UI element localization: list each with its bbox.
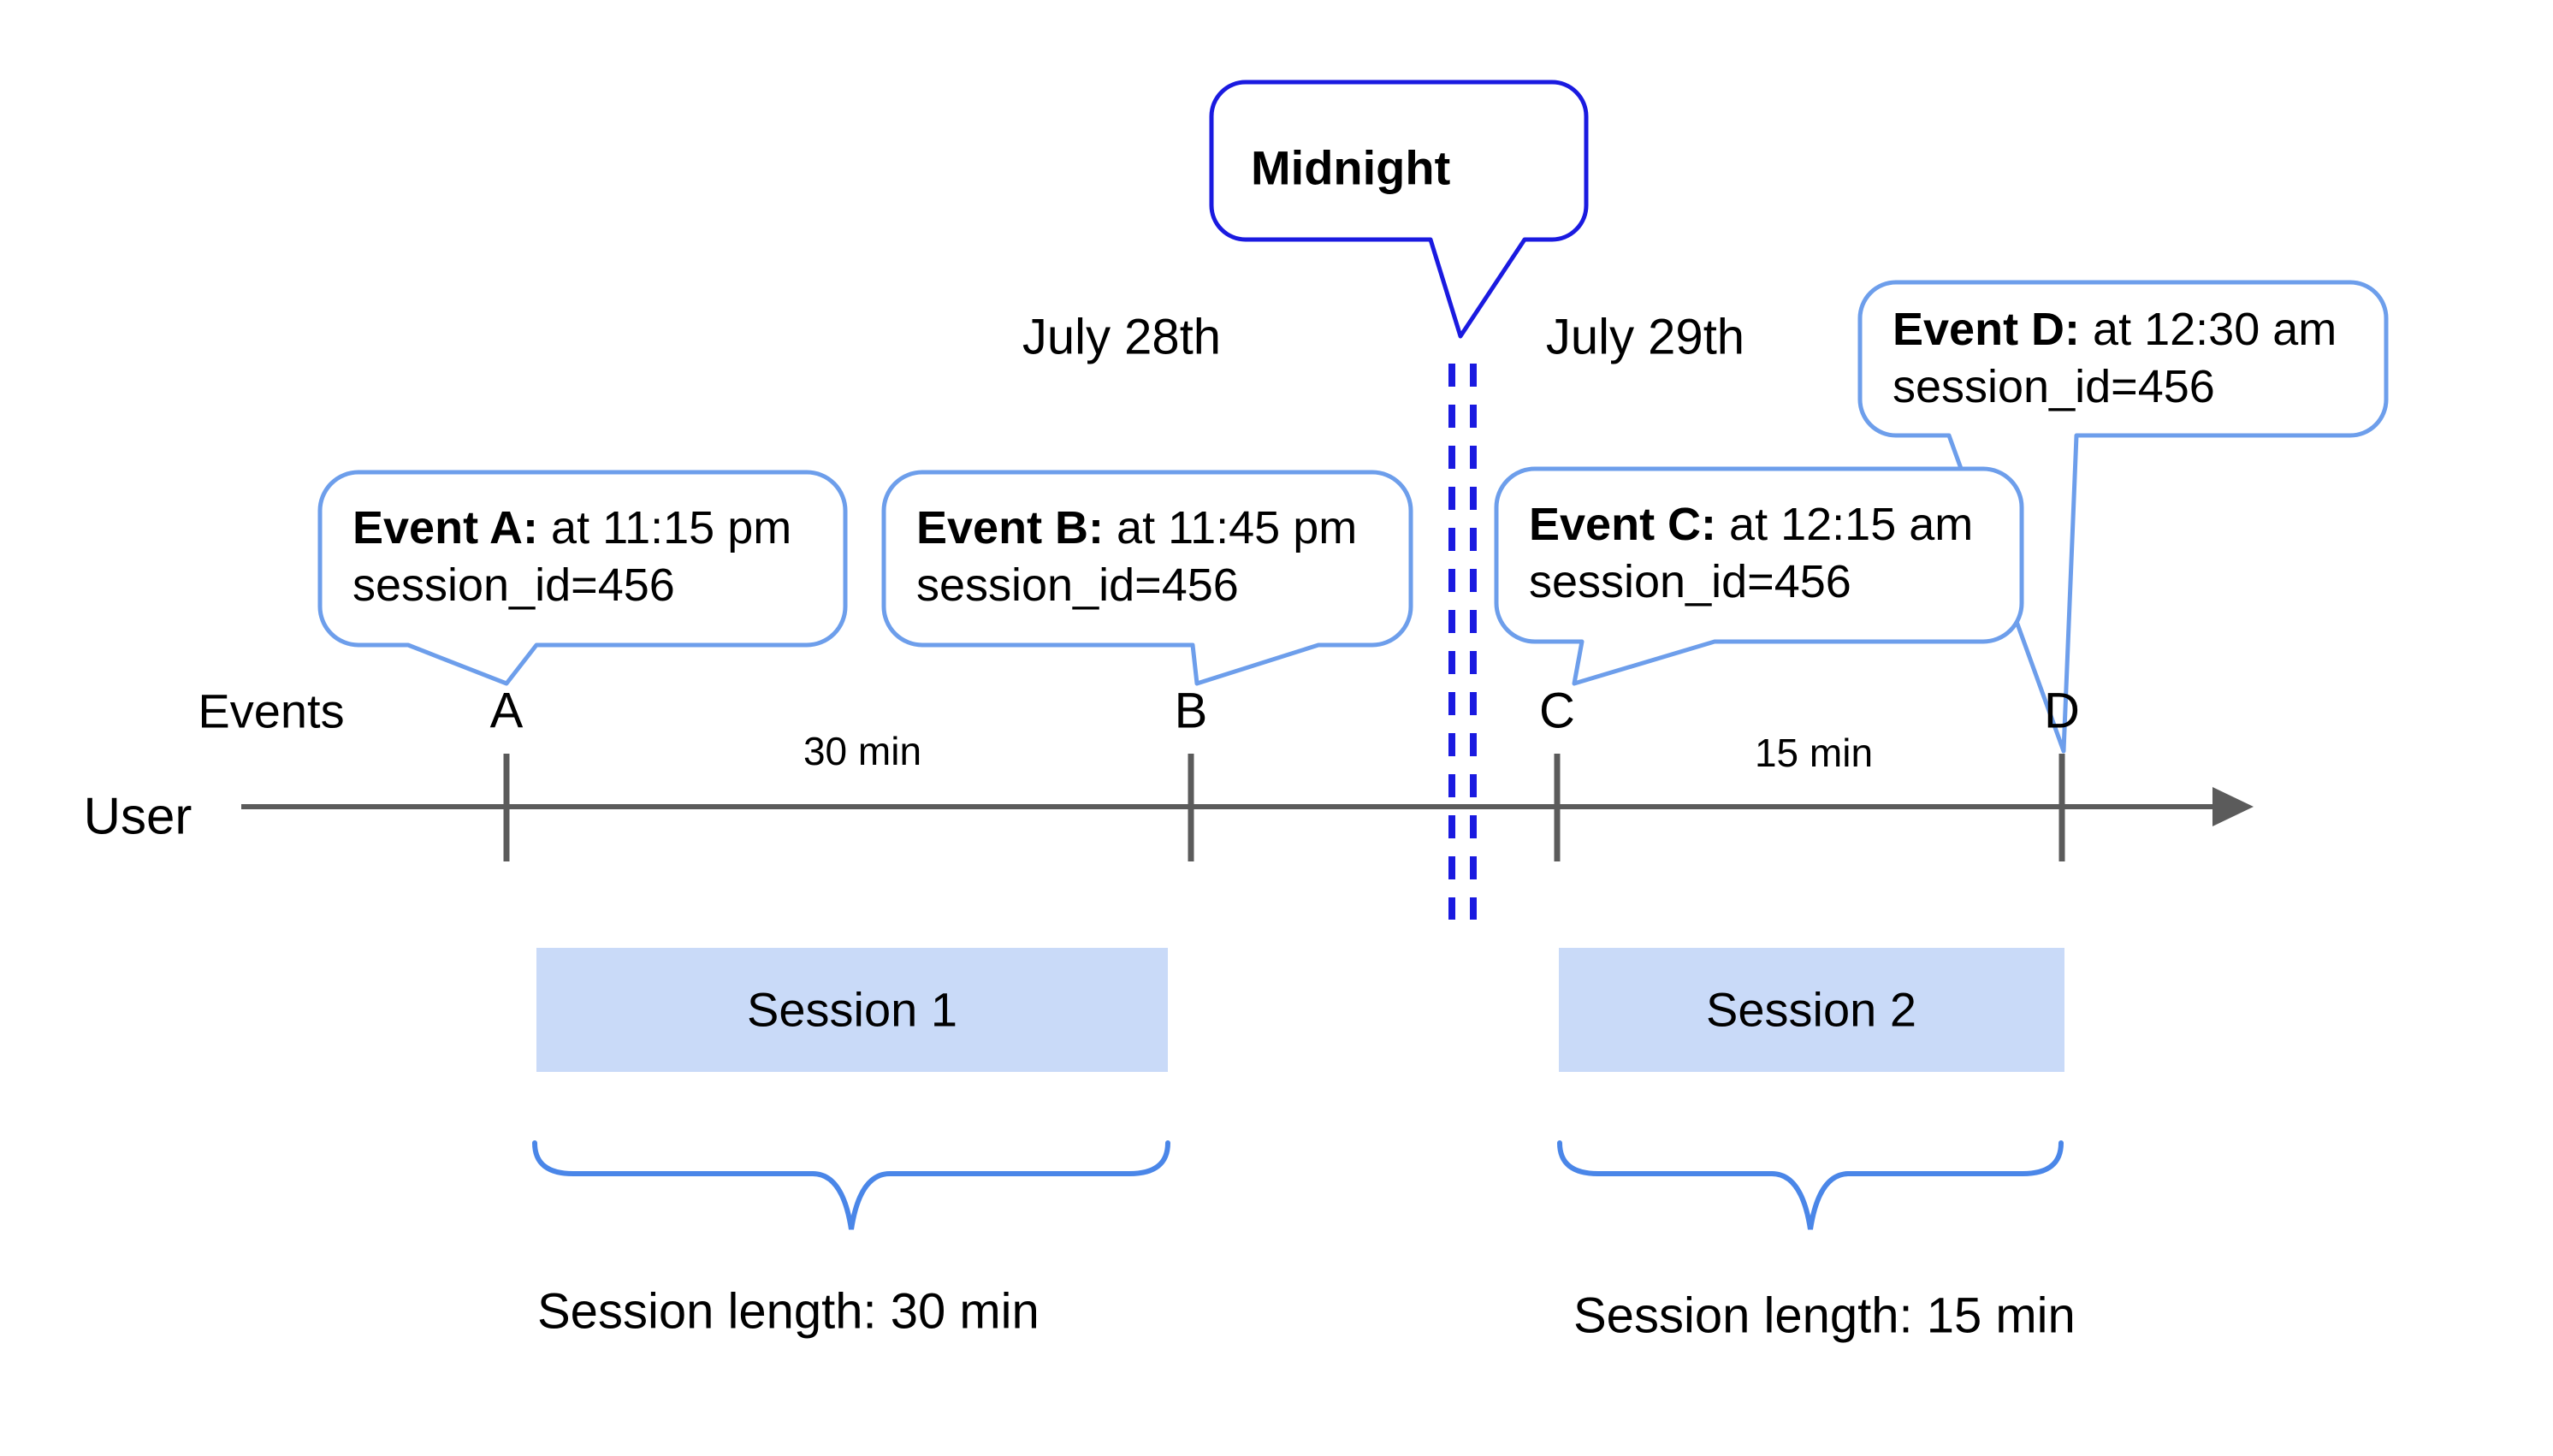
event-d-callout-bubble — [1857, 280, 2389, 754]
midnight-label: Midnight — [1251, 140, 1451, 195]
event-d-line2: session_id=456 — [1893, 361, 2215, 412]
midnight-callout-bubble — [1209, 80, 1589, 339]
session-2-box — [1559, 948, 2064, 1072]
event-c-callout-bubble — [1494, 466, 2024, 686]
session-2-length-label: Session length: 15 min — [1573, 1287, 2076, 1344]
event-b-line2: session_id=456 — [916, 559, 1239, 611]
date-label-july-28: July 28th — [1022, 309, 1222, 365]
event-c-line2: session_id=456 — [1529, 556, 1851, 607]
timeline-arrowhead-icon — [2212, 787, 2254, 826]
interval-label-30min: 30 min — [803, 729, 922, 773]
event-b-callout-bubble — [881, 470, 1413, 686]
events-axis-label: Events — [198, 684, 345, 738]
event-a-callout-text: Event A: at 11:15 pm session_id=456 — [352, 500, 791, 614]
event-b-line1: Event B: at 11:45 pm — [916, 502, 1358, 553]
tick-letter-c: C — [1539, 683, 1575, 739]
session-2-brace — [1557, 1140, 2064, 1230]
event-a-line1: Event A: at 11:15 pm — [352, 502, 792, 553]
event-c-line1: Event C: at 12:15 am — [1529, 499, 1974, 550]
event-c-callout-text: Event C: at 12:15 am session_id=456 — [1529, 496, 1973, 611]
tick-letter-d: D — [2044, 683, 2080, 739]
user-axis-label: User — [83, 787, 193, 845]
date-label-july-29: July 29th — [1545, 309, 1745, 365]
event-a-line2: session_id=456 — [352, 559, 675, 611]
session-1-box — [536, 948, 1168, 1072]
tick-letter-b: B — [1174, 683, 1208, 739]
session-1-length-label: Session length: 30 min — [537, 1283, 1040, 1340]
interval-label-15min: 15 min — [1754, 731, 1874, 775]
session-1-label: Session 1 — [747, 982, 957, 1037]
session-1-brace — [532, 1140, 1170, 1230]
session-2-label: Session 2 — [1706, 982, 1916, 1037]
event-a-callout-bubble — [317, 470, 848, 686]
event-d-line1: Event D: at 12:30 am — [1893, 304, 2337, 355]
event-b-callout-text: Event B: at 11:45 pm session_id=456 — [916, 500, 1357, 614]
event-d-callout-text: Event D: at 12:30 am session_id=456 — [1893, 301, 2337, 416]
tick-letter-a: A — [489, 683, 524, 739]
